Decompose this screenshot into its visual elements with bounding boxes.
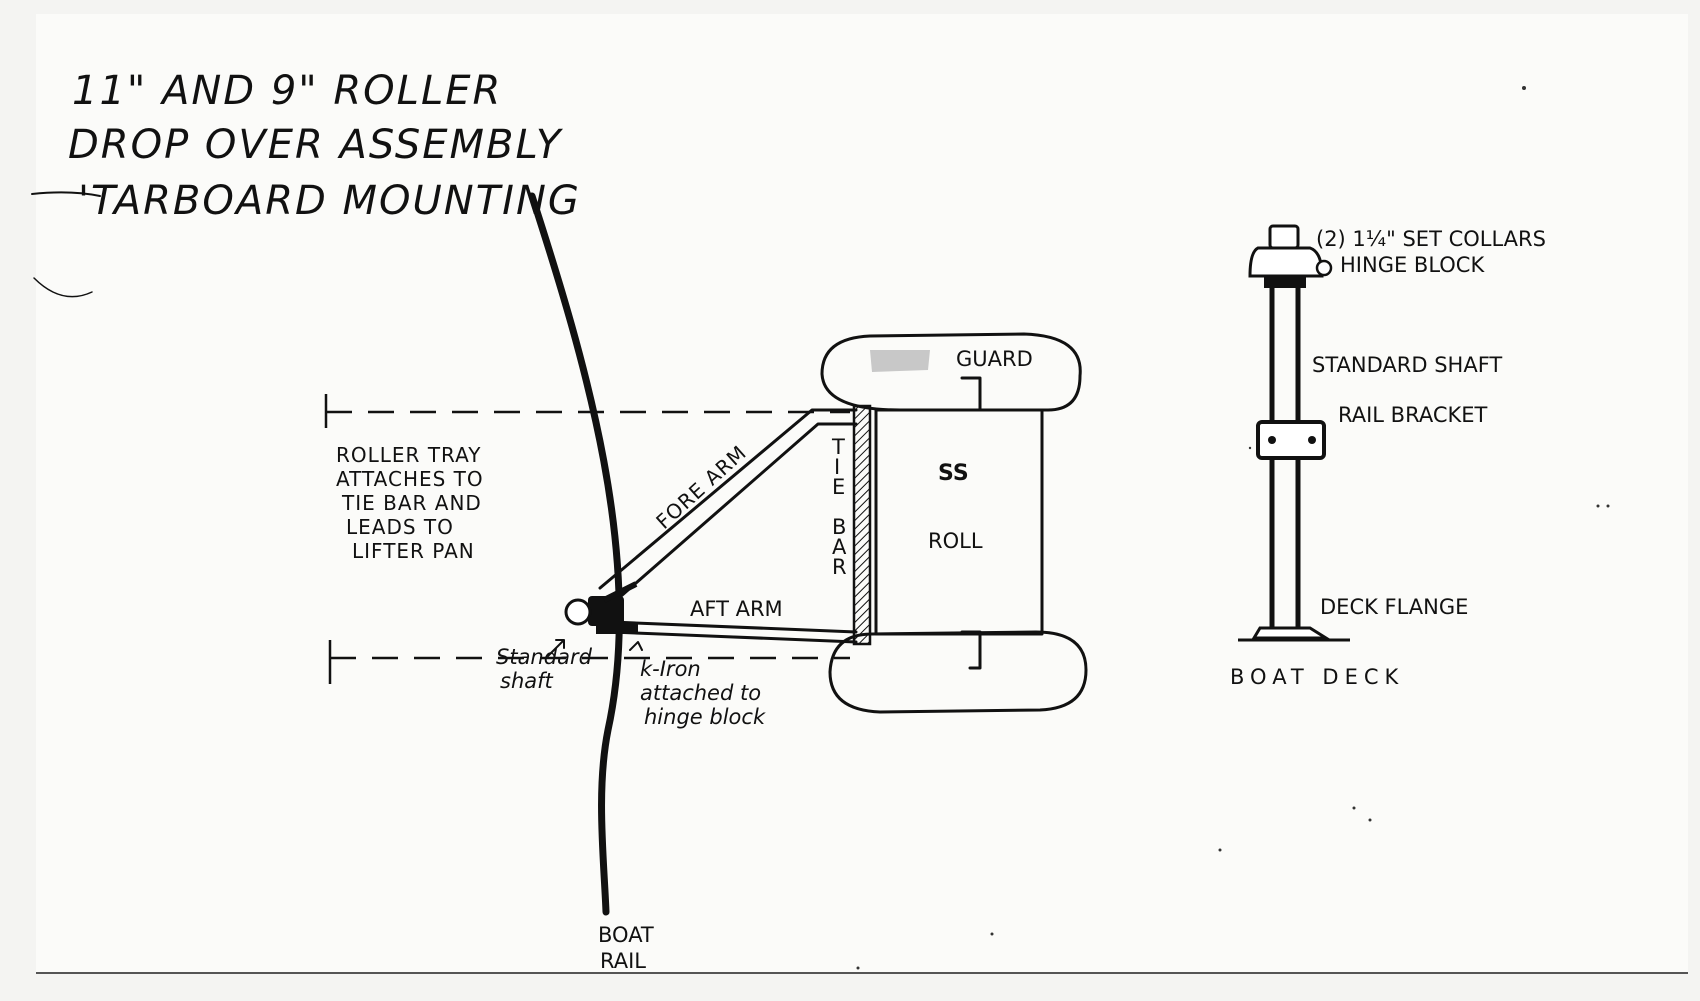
fore-arm-lower bbox=[610, 422, 858, 606]
guard-tab-top bbox=[960, 376, 982, 412]
k-iron-note-1: k-Iron bbox=[640, 657, 701, 681]
standard-shaft-label: STANDARD SHAFT bbox=[1312, 353, 1502, 377]
note-line-1: ROLLER TRAY bbox=[336, 443, 481, 467]
arms: FORE ARM AFT ARM bbox=[564, 408, 858, 644]
boat-deck-label: BOAT DECK bbox=[1230, 665, 1404, 689]
aft-arm-label: AFT ARM bbox=[690, 597, 783, 621]
roller-assembly: GUARD SS ROLL T I E B A R bbox=[820, 332, 1088, 714]
standard-shaft-note-2: shaft bbox=[500, 669, 554, 693]
hinge-block-side bbox=[1248, 246, 1324, 278]
collars-label: (2) 1¼" SET COLLARS bbox=[1316, 227, 1546, 251]
hinge-block bbox=[588, 596, 624, 626]
boat-rail-label-2: RAIL bbox=[600, 949, 646, 973]
set-collar-bottom bbox=[1264, 276, 1306, 288]
top-guard bbox=[820, 332, 1082, 412]
ss-roll-body bbox=[874, 408, 1044, 636]
title-line-3: 'TARBOARD MOUNTING bbox=[78, 178, 581, 224]
margin-mark bbox=[33, 277, 93, 298]
reference-lines bbox=[324, 394, 850, 684]
k-iron-note-2: attached to bbox=[640, 681, 761, 705]
set-collar-top bbox=[1268, 224, 1300, 250]
standard-shaft-note-1: Standard bbox=[496, 645, 593, 669]
guard-shading bbox=[870, 350, 930, 372]
fore-arm-upper bbox=[598, 408, 858, 590]
tie-bar-letter-a: A bbox=[832, 535, 847, 559]
k-iron-arrow bbox=[629, 641, 643, 651]
aft-arm-upper bbox=[610, 620, 858, 634]
note-line-3: TIE BAR AND bbox=[341, 491, 482, 515]
guard-tab-bottom bbox=[960, 630, 982, 670]
bracket-bolt-right bbox=[1308, 436, 1316, 444]
fore-arm-label: FORE ARM bbox=[651, 440, 751, 533]
tie-bar-letter-t: T bbox=[831, 435, 845, 459]
bracket-bolt-left bbox=[1268, 436, 1276, 444]
ss-label: SS bbox=[938, 461, 969, 486]
standard-shaft-end bbox=[564, 598, 592, 626]
boat-rail-label-1: BOAT bbox=[598, 923, 654, 947]
tie-bar-letter-i: I bbox=[834, 455, 840, 479]
aft-arm-lower bbox=[610, 630, 858, 644]
note-line-5: LIFTER PAN bbox=[352, 539, 475, 563]
boat-rail-line bbox=[528, 192, 623, 916]
tie-bar-label: T I E B A R bbox=[831, 435, 847, 579]
bottom-guard bbox=[828, 630, 1088, 714]
roll-label: ROLL bbox=[928, 529, 983, 553]
note-line-2: ATTACHES TO bbox=[336, 467, 484, 491]
tie-bar bbox=[852, 404, 872, 646]
title-mark bbox=[31, 191, 101, 197]
deck-flange-label: DECK FLANGE bbox=[1320, 595, 1468, 619]
title-line-2: DROP OVER ASSEMBLY bbox=[68, 122, 564, 168]
hinge-block-label: HINGE BLOCK bbox=[1340, 253, 1485, 277]
rail-bracket-label: RAIL BRACKET bbox=[1338, 403, 1488, 427]
hinge-notes: Standard shaft k-Iron attached to hinge … bbox=[496, 639, 766, 729]
deck-flange bbox=[1251, 626, 1332, 640]
title-block: 11" AND 9" ROLLER DROP OVER ASSEMBLY 'TA… bbox=[31, 68, 581, 298]
guard-label: GUARD bbox=[956, 347, 1033, 371]
side-view: (2) 1¼" SET COLLARS HINGE BLOCK STANDARD… bbox=[1230, 224, 1546, 689]
scan-specks bbox=[856, 86, 1610, 970]
note-line-4: LEADS TO bbox=[346, 515, 454, 539]
k-iron-bar bbox=[596, 624, 638, 634]
rail-bracket bbox=[1256, 420, 1326, 460]
hinge-pin bbox=[1315, 259, 1333, 277]
roller-tray-note: ROLLER TRAY ATTACHES TO TIE BAR AND LEAD… bbox=[336, 443, 484, 563]
tie-bar-letter-e: E bbox=[832, 475, 845, 499]
title-line-1: 11" AND 9" ROLLER bbox=[72, 68, 502, 114]
k-iron bbox=[602, 581, 638, 603]
k-iron-note-3: hinge block bbox=[644, 705, 766, 729]
standard-shaft-arrow bbox=[547, 639, 565, 657]
tie-bar-letter-b: B bbox=[832, 515, 846, 539]
tie-bar-letter-r: R bbox=[832, 555, 847, 579]
